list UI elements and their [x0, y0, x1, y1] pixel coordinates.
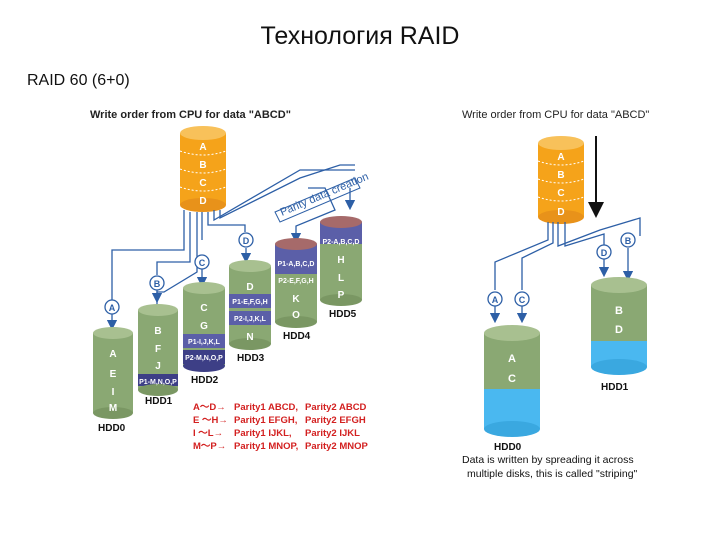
hdd5-label: HDD5: [329, 309, 357, 320]
right-source-B: B: [557, 170, 564, 181]
hdd5: P2-A,B,C,D H L P HDD5: [320, 216, 362, 320]
hdd5-cell: P2-A,B,C,D: [323, 239, 360, 246]
right-source-D: D: [557, 207, 564, 218]
left-source-D: D: [199, 196, 206, 207]
hdd1-cell: F: [155, 344, 161, 355]
hdd4-label: HDD4: [283, 331, 311, 342]
left-branch-D: D: [243, 236, 250, 246]
right-hdd0-label: HDD0: [494, 442, 522, 453]
hdd2-cell: P2-M,N,O,P: [185, 355, 223, 362]
legend-parity2: Parity2 EFGH: [305, 415, 366, 426]
hdd5-cell: H: [337, 255, 344, 266]
legend-range: I ～L→: [193, 428, 223, 439]
hdd1: B F J P1-M,N,O,P HDD1: [138, 304, 178, 407]
left-source-C: C: [199, 178, 206, 189]
hdd3-cell: P1-E,F,G,H: [232, 299, 267, 306]
legend-parity2: Parity2 ABCD: [305, 402, 367, 413]
legend-range: M～P→: [193, 441, 226, 452]
legend-parity2: Parity2 MNOP: [305, 441, 368, 452]
right-branch-B: B: [625, 236, 632, 246]
legend-parity1: Parity1 EFGH,: [234, 415, 297, 426]
hdd0-cell: A: [109, 349, 116, 360]
right-branch-D: D: [601, 248, 608, 258]
hdd0-cell: E: [110, 369, 117, 380]
hdd0-cell: M: [109, 403, 117, 414]
hdd5-cell: L: [338, 273, 344, 284]
right-wiring: [489, 217, 641, 324]
hdd3-cell: P2-I,J,K,L: [234, 316, 267, 323]
hdd0-label: HDD0: [98, 423, 126, 434]
hdd2-label: HDD2: [191, 375, 219, 386]
striping-note-line2: multiple disks, this is called "striping…: [467, 468, 638, 480]
left-source-cylinder: A B C D: [179, 126, 227, 212]
right-branch-labels: A C D B: [487, 232, 636, 307]
left-branch-C: C: [199, 258, 206, 268]
legend-range: E ～H→: [193, 415, 228, 426]
hdd1-label: HDD1: [145, 396, 173, 407]
left-branch-labels: A B C D: [104, 232, 254, 315]
parity-arrow: Parity data creation: [274, 171, 370, 223]
left-branch-B: B: [154, 279, 161, 289]
hdd4: P1-A,B,C,D P2-E,F,G,H K O HDD4: [275, 238, 317, 342]
legend-parity1: Parity1 ABCD,: [234, 402, 298, 413]
legend-range: A～D→: [193, 402, 226, 413]
slide-title: Технология RAID: [260, 22, 460, 50]
hdd1-cell: J: [155, 361, 161, 372]
legend-parity2: Parity2 IJKL: [305, 428, 360, 439]
hdd2-cell: C: [200, 303, 207, 314]
left-branch-A: A: [109, 303, 116, 313]
left-caption: Write order from CPU for data "ABCD": [90, 109, 291, 121]
right-branch-C: C: [519, 295, 526, 305]
hdd0: A E I M HDD0: [93, 327, 133, 434]
right-hdd1: B D HDD1: [591, 277, 647, 393]
hdd4-cell: O: [292, 310, 300, 321]
hdd5-cell: P: [338, 290, 345, 301]
hdd3-label: HDD3: [237, 353, 265, 364]
right-hdd1-label: HDD1: [601, 382, 629, 393]
hdd1-cell: P1-M,N,O,P: [139, 379, 177, 386]
hdd2-cell: P1-I,J,K,L: [188, 339, 221, 346]
right-hdd0: A C HDD0: [484, 325, 540, 453]
legend-parity1: Parity1 IJKL,: [234, 428, 292, 439]
slide-subtitle: RAID 60 (6+0): [27, 72, 130, 89]
hdd4-cell: P2-E,F,G,H: [278, 278, 313, 285]
hdd4-cell: K: [292, 294, 300, 305]
legend-parity1: Parity1 MNOP,: [234, 441, 298, 452]
right-source-C: C: [557, 188, 564, 199]
parity-legend: A～D→ Parity1 ABCD, Parity2 ABCD E ～H→ Pa…: [193, 402, 368, 452]
striping-note-line1: Data is written by spreading it across: [462, 454, 634, 466]
right-hdd0-cell: C: [508, 373, 516, 385]
hdd4-cell: P1-A,B,C,D: [278, 261, 315, 268]
left-source-B: B: [199, 160, 206, 171]
hdd3: D P1-E,F,G,H P2-I,J,K,L N HDD3: [229, 260, 271, 364]
right-hdd1-cell: D: [615, 324, 623, 336]
hdd0-cell: I: [112, 387, 115, 398]
right-caption: Write order from CPU for data "ABCD": [462, 109, 649, 121]
parity-wire-hdd4: [290, 187, 336, 244]
hdd3-cell: N: [246, 332, 253, 343]
parity-arrow-label: Parity data creation: [278, 171, 370, 219]
right-hdd0-cell: A: [508, 353, 516, 365]
right-branch-A: A: [492, 295, 499, 305]
hdd1-cell: B: [154, 326, 161, 337]
right-hdd1-cell: B: [615, 305, 623, 317]
right-source-A: A: [557, 152, 564, 163]
hdd2-cell: G: [200, 321, 208, 332]
left-source-A: A: [199, 142, 206, 153]
hdd3-cell: D: [246, 282, 253, 293]
hdd2: C G P1-I,J,K,L P2-M,N,O,P HDD2: [183, 282, 225, 386]
right-source-cylinder: A B C D: [537, 136, 585, 224]
